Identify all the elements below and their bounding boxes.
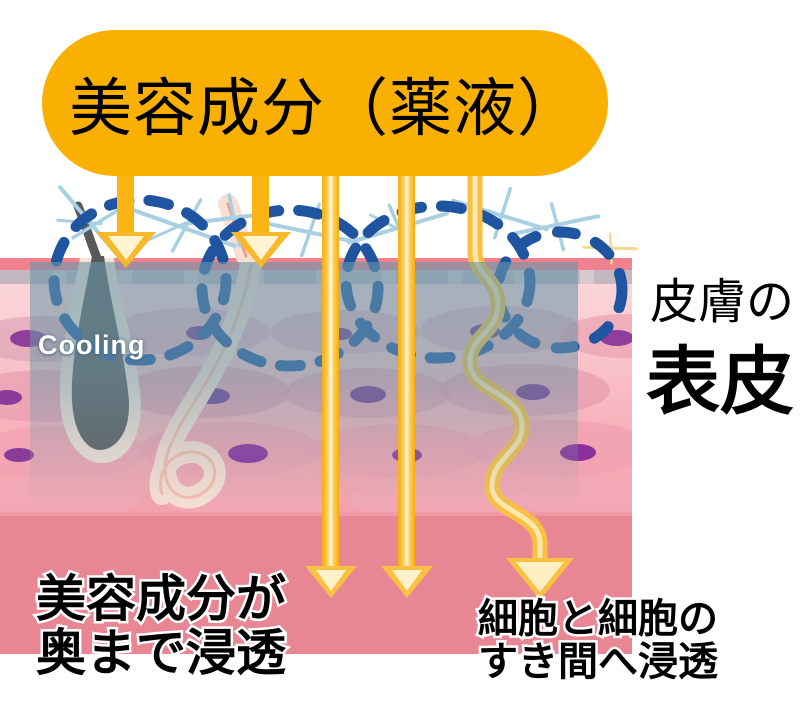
cooling-label: Cooling <box>38 330 146 360</box>
caption-bottom-left: 美容成分が 奥まで浸透 <box>34 570 289 683</box>
title-banner-label: 美容成分（薬液） <box>69 71 581 145</box>
skin-label-small: 皮膚の <box>650 274 795 330</box>
caption-bl-line2: 奥まで浸透 <box>34 624 289 683</box>
caption-bottom-right: 細胞と細胞の すき間へ浸透 <box>476 595 721 687</box>
caption-br-line1: 細胞と細胞の <box>476 595 721 643</box>
caption-br-line2: すき間へ浸透 <box>476 638 721 686</box>
dermis-edge <box>0 512 632 518</box>
caption-bl-line1: 美容成分が <box>34 570 289 629</box>
skin-label-big: 表皮 <box>646 339 794 425</box>
title-banner: 美容成分（薬液） <box>42 30 608 176</box>
